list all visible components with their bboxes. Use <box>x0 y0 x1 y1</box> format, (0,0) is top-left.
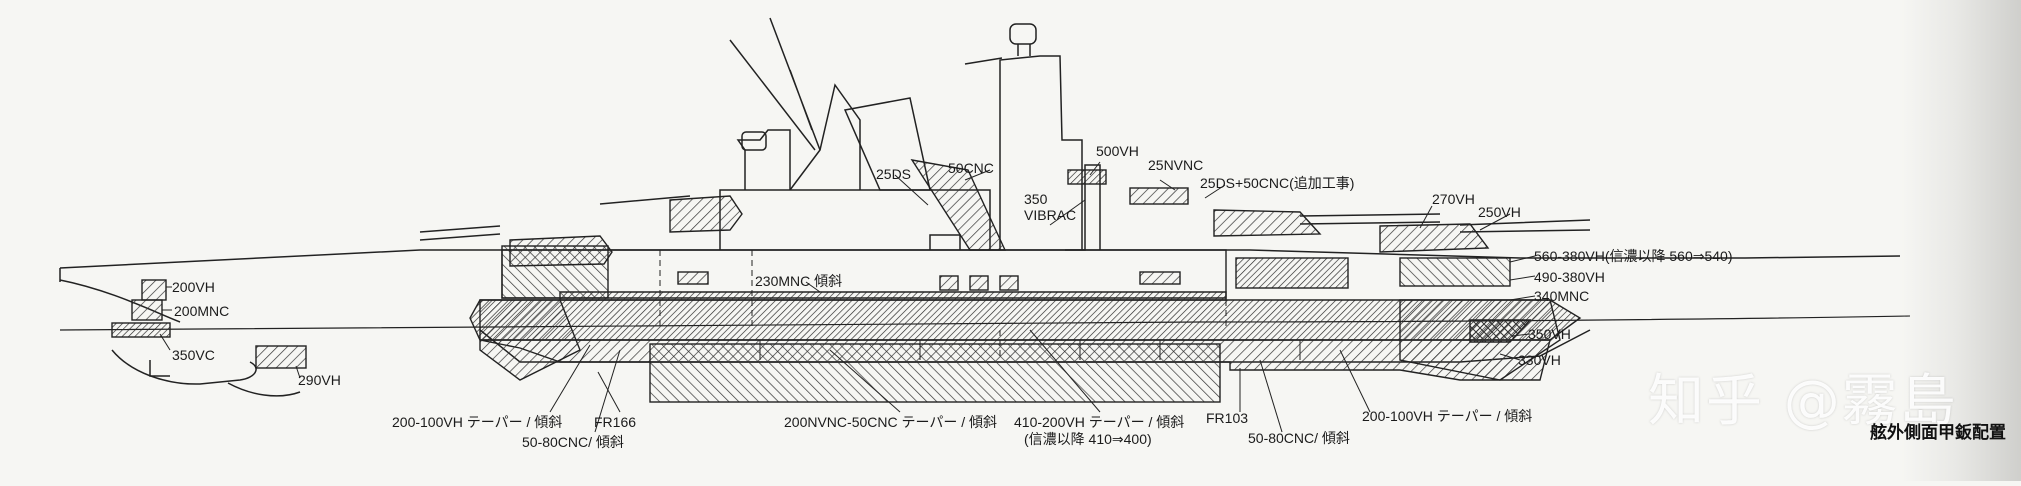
bow-outline <box>59 279 181 323</box>
label-410-200vh-note: (信濃以降 410⇒400) <box>1024 431 1152 447</box>
label-200-100vh-stern: 200-100VH テーパー / 傾斜 <box>392 414 563 430</box>
hull-deck-line <box>59 249 1901 269</box>
armor-350vh <box>1469 319 1532 343</box>
label-200nvnc-50cnc: 200NVNC-50CNC テーパー / 傾斜 <box>784 414 998 430</box>
armor-25nvnc <box>1129 187 1189 205</box>
label-50cnc: 50CNC <box>948 160 994 176</box>
label-25ds: 25DS <box>876 166 912 182</box>
armor-fore-barbette <box>1235 257 1349 289</box>
armor-200mnc-stern <box>131 299 163 321</box>
label-350vc: 350VC <box>172 347 215 363</box>
label-490-380vh: 490-380VH <box>1534 269 1605 285</box>
funnel <box>843 97 931 191</box>
label-50-80cnc-stern: 50-80CNC/ 傾斜 <box>522 434 624 450</box>
armor-main-belt-upper <box>501 249 1227 299</box>
label-230mnc: 230MNC 傾斜 <box>755 273 843 289</box>
label-200vh-stern: 200VH <box>172 279 215 295</box>
turret-aft-upper <box>669 195 743 233</box>
armor-200vh-stern <box>141 279 167 301</box>
label-200mnc: 200MNC <box>174 303 230 319</box>
armor-500vh <box>1067 169 1107 185</box>
page-gutter-shadow <box>1901 0 2021 481</box>
label-350-vibrac-line1: 350 <box>1024 191 1048 207</box>
label-500vh: 500VH <box>1096 143 1139 159</box>
label-560-380vh: 560-380VH(信濃以降 560⇒540) <box>1534 248 1733 264</box>
label-250vh: 250VH <box>1478 204 1521 220</box>
stern-outline <box>111 349 257 385</box>
label-290vh: 290VH <box>298 372 341 388</box>
label-330vh: 330VH <box>1518 352 1561 368</box>
label-350-vibrac-line2: VIBRAC <box>1024 207 1077 223</box>
armor-fore-barbette-2 <box>1399 257 1511 287</box>
turret-fore-1 <box>1213 209 1322 237</box>
label-fr103: FR103 <box>1206 410 1249 426</box>
turret-aft-lower <box>509 235 613 267</box>
armor-350vc <box>111 322 171 338</box>
turret-barrels-aft <box>419 195 691 241</box>
label-25ds-50cnc: 25DS+50CNC(追加工事) <box>1200 175 1355 191</box>
watermark: 知乎 @霧島 <box>1648 369 1958 434</box>
armor-230mnc-deck <box>559 291 1227 301</box>
turret-fore-2 <box>1379 223 1490 253</box>
aft-tower <box>736 129 791 190</box>
armor-bottom-bulkhead <box>649 343 1221 403</box>
figure-caption: 舷外側面甲鈑配置 <box>1870 423 2006 443</box>
label-fr166: FR166 <box>594 414 637 430</box>
armor-290vh <box>255 345 307 369</box>
label-410-200vh: 410-200VH テーパー / 傾斜 <box>1014 414 1185 430</box>
label-50-80cnc-bow: 50-80CNC/ 傾斜 <box>1248 430 1350 446</box>
turret-barrels-fore <box>1299 213 1591 233</box>
label-25nvnc: 25NVNC <box>1148 157 1204 173</box>
armor-funnel-uptake <box>910 159 1007 251</box>
armor-aft-taper <box>479 299 581 381</box>
label-270vh: 270VH <box>1432 191 1475 207</box>
label-340mnc: 340MNC <box>1534 288 1590 304</box>
fore-tower <box>999 55 1083 250</box>
label-350vh: 350VH <box>1528 326 1571 342</box>
label-200-100vh-bow: 200-100VH テーパー / 傾斜 <box>1362 408 1533 424</box>
